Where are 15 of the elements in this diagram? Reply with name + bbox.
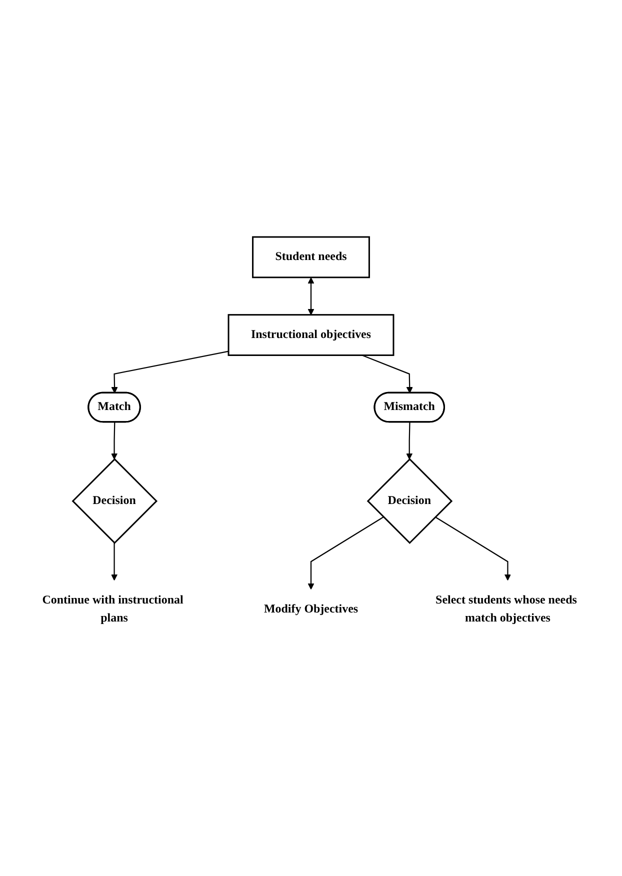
node-box: Instructional objectives	[228, 314, 394, 356]
arrow	[110, 543, 118, 581]
arrow	[406, 422, 413, 460]
node-text: Modify Objectives	[264, 602, 358, 616]
arrow	[308, 516, 384, 590]
arrow	[110, 422, 118, 460]
arrow	[308, 278, 314, 316]
arrow	[111, 350, 229, 394]
node-text: Continue with instructional plans	[42, 594, 184, 625]
node-text: Select students whose needs match objectives	[436, 594, 577, 625]
node-diamond: Decision	[366, 458, 453, 544]
node-diamond: Decision	[72, 458, 158, 544]
node-box: Student needs	[252, 236, 370, 278]
arrow	[362, 354, 413, 394]
arrow	[434, 516, 512, 581]
